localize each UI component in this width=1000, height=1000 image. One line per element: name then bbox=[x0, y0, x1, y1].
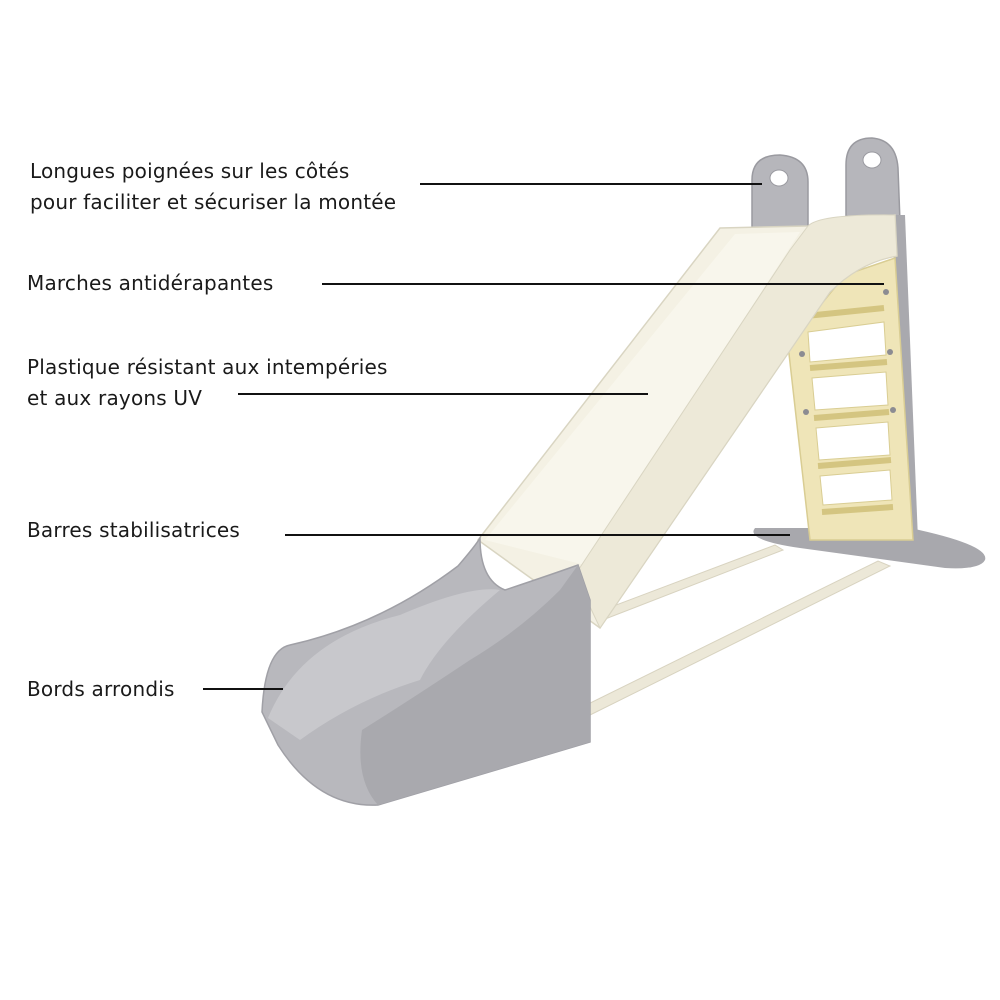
label-plastic: Plastique résistant aux intempéries et a… bbox=[27, 352, 388, 414]
ladder-back-rail bbox=[892, 215, 918, 540]
slide-exit-seat bbox=[268, 589, 500, 740]
ladder-opening bbox=[807, 321, 887, 363]
label-edges-line1: Bords arrondis bbox=[27, 677, 175, 701]
ladder bbox=[787, 256, 914, 541]
ladder-bolt bbox=[890, 407, 896, 413]
ladder-bolt bbox=[887, 349, 893, 355]
label-handles: Longues poignées sur les côtés pour faci… bbox=[30, 156, 396, 218]
ladder-step bbox=[805, 305, 894, 515]
label-handles-line2: pour faciliter et sécuriser la montée bbox=[30, 190, 397, 214]
slide-chute bbox=[476, 214, 898, 630]
leader-lines bbox=[203, 183, 884, 690]
label-handles-line1: Longues poignées sur les côtés bbox=[30, 159, 350, 183]
right-handle bbox=[845, 137, 901, 223]
label-bars: Barres stabilisatrices bbox=[27, 515, 240, 546]
ladder-bolt bbox=[803, 409, 809, 415]
label-bars-line1: Barres stabilisatrices bbox=[27, 518, 241, 542]
ladder-opening bbox=[819, 469, 893, 506]
label-edges: Bords arrondis bbox=[27, 674, 175, 705]
slide-chute-inner bbox=[485, 232, 800, 565]
label-plastic-line2: et aux rayons UV bbox=[27, 386, 203, 410]
label-steps-line1: Marches antidérapantes bbox=[27, 271, 274, 295]
ladder-bolt bbox=[883, 289, 889, 295]
ladder-bolt bbox=[799, 351, 805, 357]
slide-exit-side bbox=[360, 565, 590, 805]
label-steps: Marches antidérapantes bbox=[27, 268, 273, 299]
ladder-opening bbox=[811, 371, 889, 411]
ladder-opening bbox=[815, 421, 891, 461]
label-plastic-line1: Plastique résistant aux intempéries bbox=[27, 355, 388, 379]
left-handle bbox=[751, 154, 809, 235]
slide-exit bbox=[261, 535, 591, 806]
slide-chute-rail bbox=[574, 214, 898, 630]
